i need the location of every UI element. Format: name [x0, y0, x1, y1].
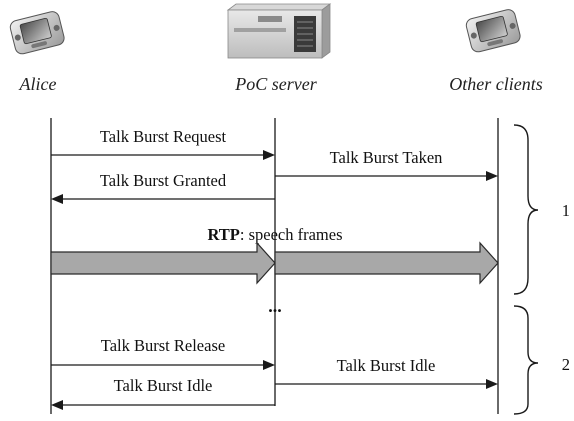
arrow-request — [51, 150, 275, 160]
msg-label-taken: Talk Burst Taken — [330, 148, 443, 167]
phase-2-brace — [513, 305, 539, 415]
phase-2-label: 2 — [562, 355, 570, 374]
other-clients-device-icon — [465, 9, 521, 53]
alice-device-icon — [9, 11, 65, 55]
poc-server-icon — [226, 3, 332, 59]
msg-label-idle-right: Talk Burst Idle — [337, 356, 436, 375]
actor-name-server: PoC server — [234, 74, 317, 94]
msg-label-request: Talk Burst Request — [100, 127, 227, 146]
arrow-idle-left — [51, 400, 275, 410]
phase-1-brace — [513, 124, 539, 295]
arrow-taken — [275, 171, 498, 181]
ellipsis: ... — [268, 296, 282, 316]
rtp-label-rest: : speech frames — [240, 225, 343, 244]
arrow-release — [51, 360, 275, 370]
msg-label-idle-left: Talk Burst Idle — [114, 376, 213, 395]
rtp-label: RTP: speech frames — [207, 225, 342, 244]
actor-name-alice: Alice — [19, 74, 57, 94]
msg-label-release: Talk Burst Release — [101, 336, 225, 355]
actor-name-others: Other clients — [449, 74, 542, 94]
rtp-block-arrow-to-server — [50, 241, 276, 285]
rtp-label-bold: RTP — [207, 225, 239, 244]
arrow-idle-right — [275, 379, 498, 389]
rtp-block-arrow-to-others — [274, 241, 499, 285]
msg-label-granted: Talk Burst Granted — [100, 171, 227, 190]
phase-1-label: 1 — [562, 201, 570, 220]
arrow-granted — [51, 194, 275, 204]
